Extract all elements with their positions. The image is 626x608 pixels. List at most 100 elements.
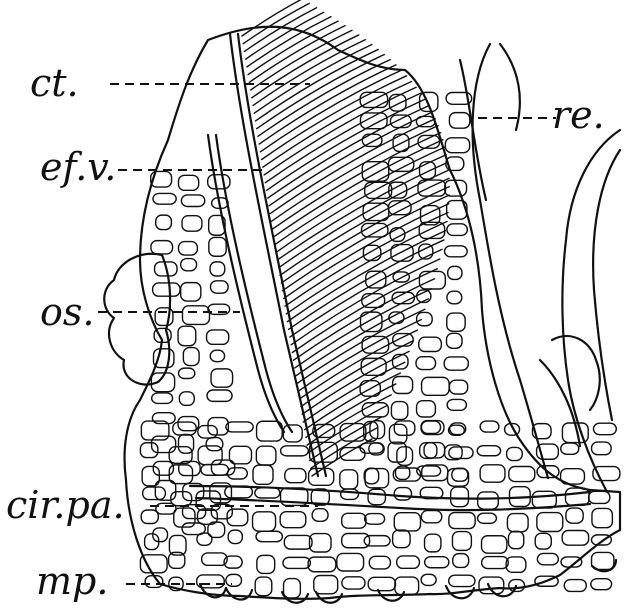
lamella bbox=[303, 362, 404, 422]
mesh-cell bbox=[508, 531, 523, 548]
mesh-cell bbox=[449, 380, 467, 394]
mesh-cell bbox=[210, 262, 225, 276]
lamella bbox=[298, 320, 421, 391]
mesh-cell bbox=[280, 512, 306, 528]
mesh-cell bbox=[562, 531, 588, 546]
mesh-cell bbox=[391, 402, 407, 420]
mesh-cell bbox=[447, 224, 467, 236]
mesh-cell bbox=[447, 291, 462, 304]
lamella bbox=[269, 112, 432, 206]
mesh-cell bbox=[182, 216, 202, 232]
mesh-cell bbox=[452, 468, 468, 481]
mesh-cell bbox=[480, 465, 505, 482]
mesh-cell bbox=[393, 334, 414, 347]
lamella bbox=[243, 3, 309, 43]
mesh-cell bbox=[341, 489, 359, 499]
mesh-cell bbox=[452, 532, 471, 551]
mesh-cell bbox=[421, 421, 440, 434]
mesh-cell bbox=[419, 337, 442, 351]
mesh-cell bbox=[482, 557, 509, 569]
mesh-cell bbox=[153, 283, 180, 296]
mesh-cell bbox=[285, 469, 306, 483]
mesh-cell bbox=[421, 574, 436, 585]
mesh-cell bbox=[210, 350, 224, 362]
mesh-cell bbox=[509, 467, 535, 482]
mesh-cell bbox=[478, 492, 499, 509]
mesh-cell bbox=[257, 555, 275, 573]
mesh-cell bbox=[477, 446, 500, 456]
mesh-cell bbox=[255, 577, 272, 596]
lamella bbox=[273, 133, 441, 229]
mesh-cell bbox=[183, 348, 199, 366]
mesh-cell bbox=[425, 557, 449, 568]
lamella bbox=[257, 54, 385, 128]
mesh-cell bbox=[143, 487, 166, 500]
mesh-cell bbox=[390, 115, 411, 128]
label-cirpa: cir.pa. bbox=[6, 483, 125, 527]
mesh-cell bbox=[449, 513, 475, 529]
mesh-cell bbox=[208, 175, 230, 189]
mesh-cell bbox=[417, 401, 436, 417]
mesh-cell bbox=[226, 422, 253, 432]
mesh-cell bbox=[566, 508, 583, 523]
mesh-cell bbox=[227, 468, 247, 479]
mesh-cell bbox=[182, 306, 209, 325]
mesh-cell bbox=[425, 534, 441, 552]
mesh-cell bbox=[397, 556, 420, 568]
mesh-cell bbox=[482, 536, 507, 553]
mesh-cell bbox=[365, 514, 385, 525]
mesh-cell bbox=[181, 259, 197, 271]
mesh-cell bbox=[421, 511, 441, 523]
mesh-cell bbox=[393, 377, 413, 394]
mesh-cell bbox=[365, 469, 388, 488]
mesh-cell bbox=[506, 557, 526, 572]
mesh-cell bbox=[537, 513, 563, 532]
mesh-cell bbox=[416, 116, 435, 126]
mesh-cell bbox=[480, 421, 499, 432]
mesh-cell bbox=[178, 175, 198, 190]
mesh-cell bbox=[478, 513, 497, 523]
lamella bbox=[271, 126, 438, 222]
mesh-cell bbox=[593, 423, 616, 434]
mesh-cell bbox=[310, 534, 332, 552]
label-efv: ef.v. bbox=[40, 145, 116, 189]
mesh-cell bbox=[447, 333, 462, 348]
mesh-cell bbox=[312, 509, 328, 522]
mesh-cell bbox=[389, 424, 406, 443]
mesh-cell bbox=[209, 237, 226, 256]
mesh-cell bbox=[201, 464, 229, 475]
mesh-cell bbox=[447, 313, 465, 331]
mesh-cell bbox=[308, 557, 336, 572]
mesh-cell bbox=[592, 508, 612, 527]
mesh-cell bbox=[198, 446, 222, 465]
mesh-cell bbox=[565, 488, 589, 505]
mesh-cell bbox=[507, 447, 523, 460]
lamella bbox=[254, 45, 372, 114]
mesh-cell bbox=[153, 193, 176, 204]
label-mp: mp. bbox=[36, 559, 108, 603]
mesh-cell bbox=[309, 468, 334, 485]
mesh-cell bbox=[368, 577, 395, 590]
mesh-cell bbox=[362, 134, 382, 146]
mesh-cell bbox=[448, 266, 462, 279]
mesh-cell bbox=[364, 536, 390, 546]
mesh-cell bbox=[283, 557, 310, 568]
mesh-cell bbox=[253, 512, 276, 531]
mesh-cell bbox=[507, 514, 528, 532]
mesh-cell bbox=[395, 577, 419, 595]
outer-sac bbox=[104, 254, 170, 385]
mesh-cell bbox=[445, 138, 469, 153]
mesh-cell bbox=[420, 162, 436, 179]
label-ct: ct. bbox=[30, 61, 79, 105]
mesh-cell bbox=[449, 575, 475, 586]
mesh-cell bbox=[445, 246, 468, 257]
mesh-cell bbox=[197, 533, 212, 545]
mesh-cell bbox=[152, 413, 175, 424]
mesh-cell bbox=[535, 533, 551, 549]
mesh-cell bbox=[422, 377, 450, 395]
mesh-cell bbox=[281, 446, 309, 456]
mesh-cell bbox=[561, 443, 579, 454]
mesh-cell bbox=[207, 390, 232, 401]
mesh-cell bbox=[447, 469, 468, 487]
mesh-cell bbox=[206, 438, 223, 451]
